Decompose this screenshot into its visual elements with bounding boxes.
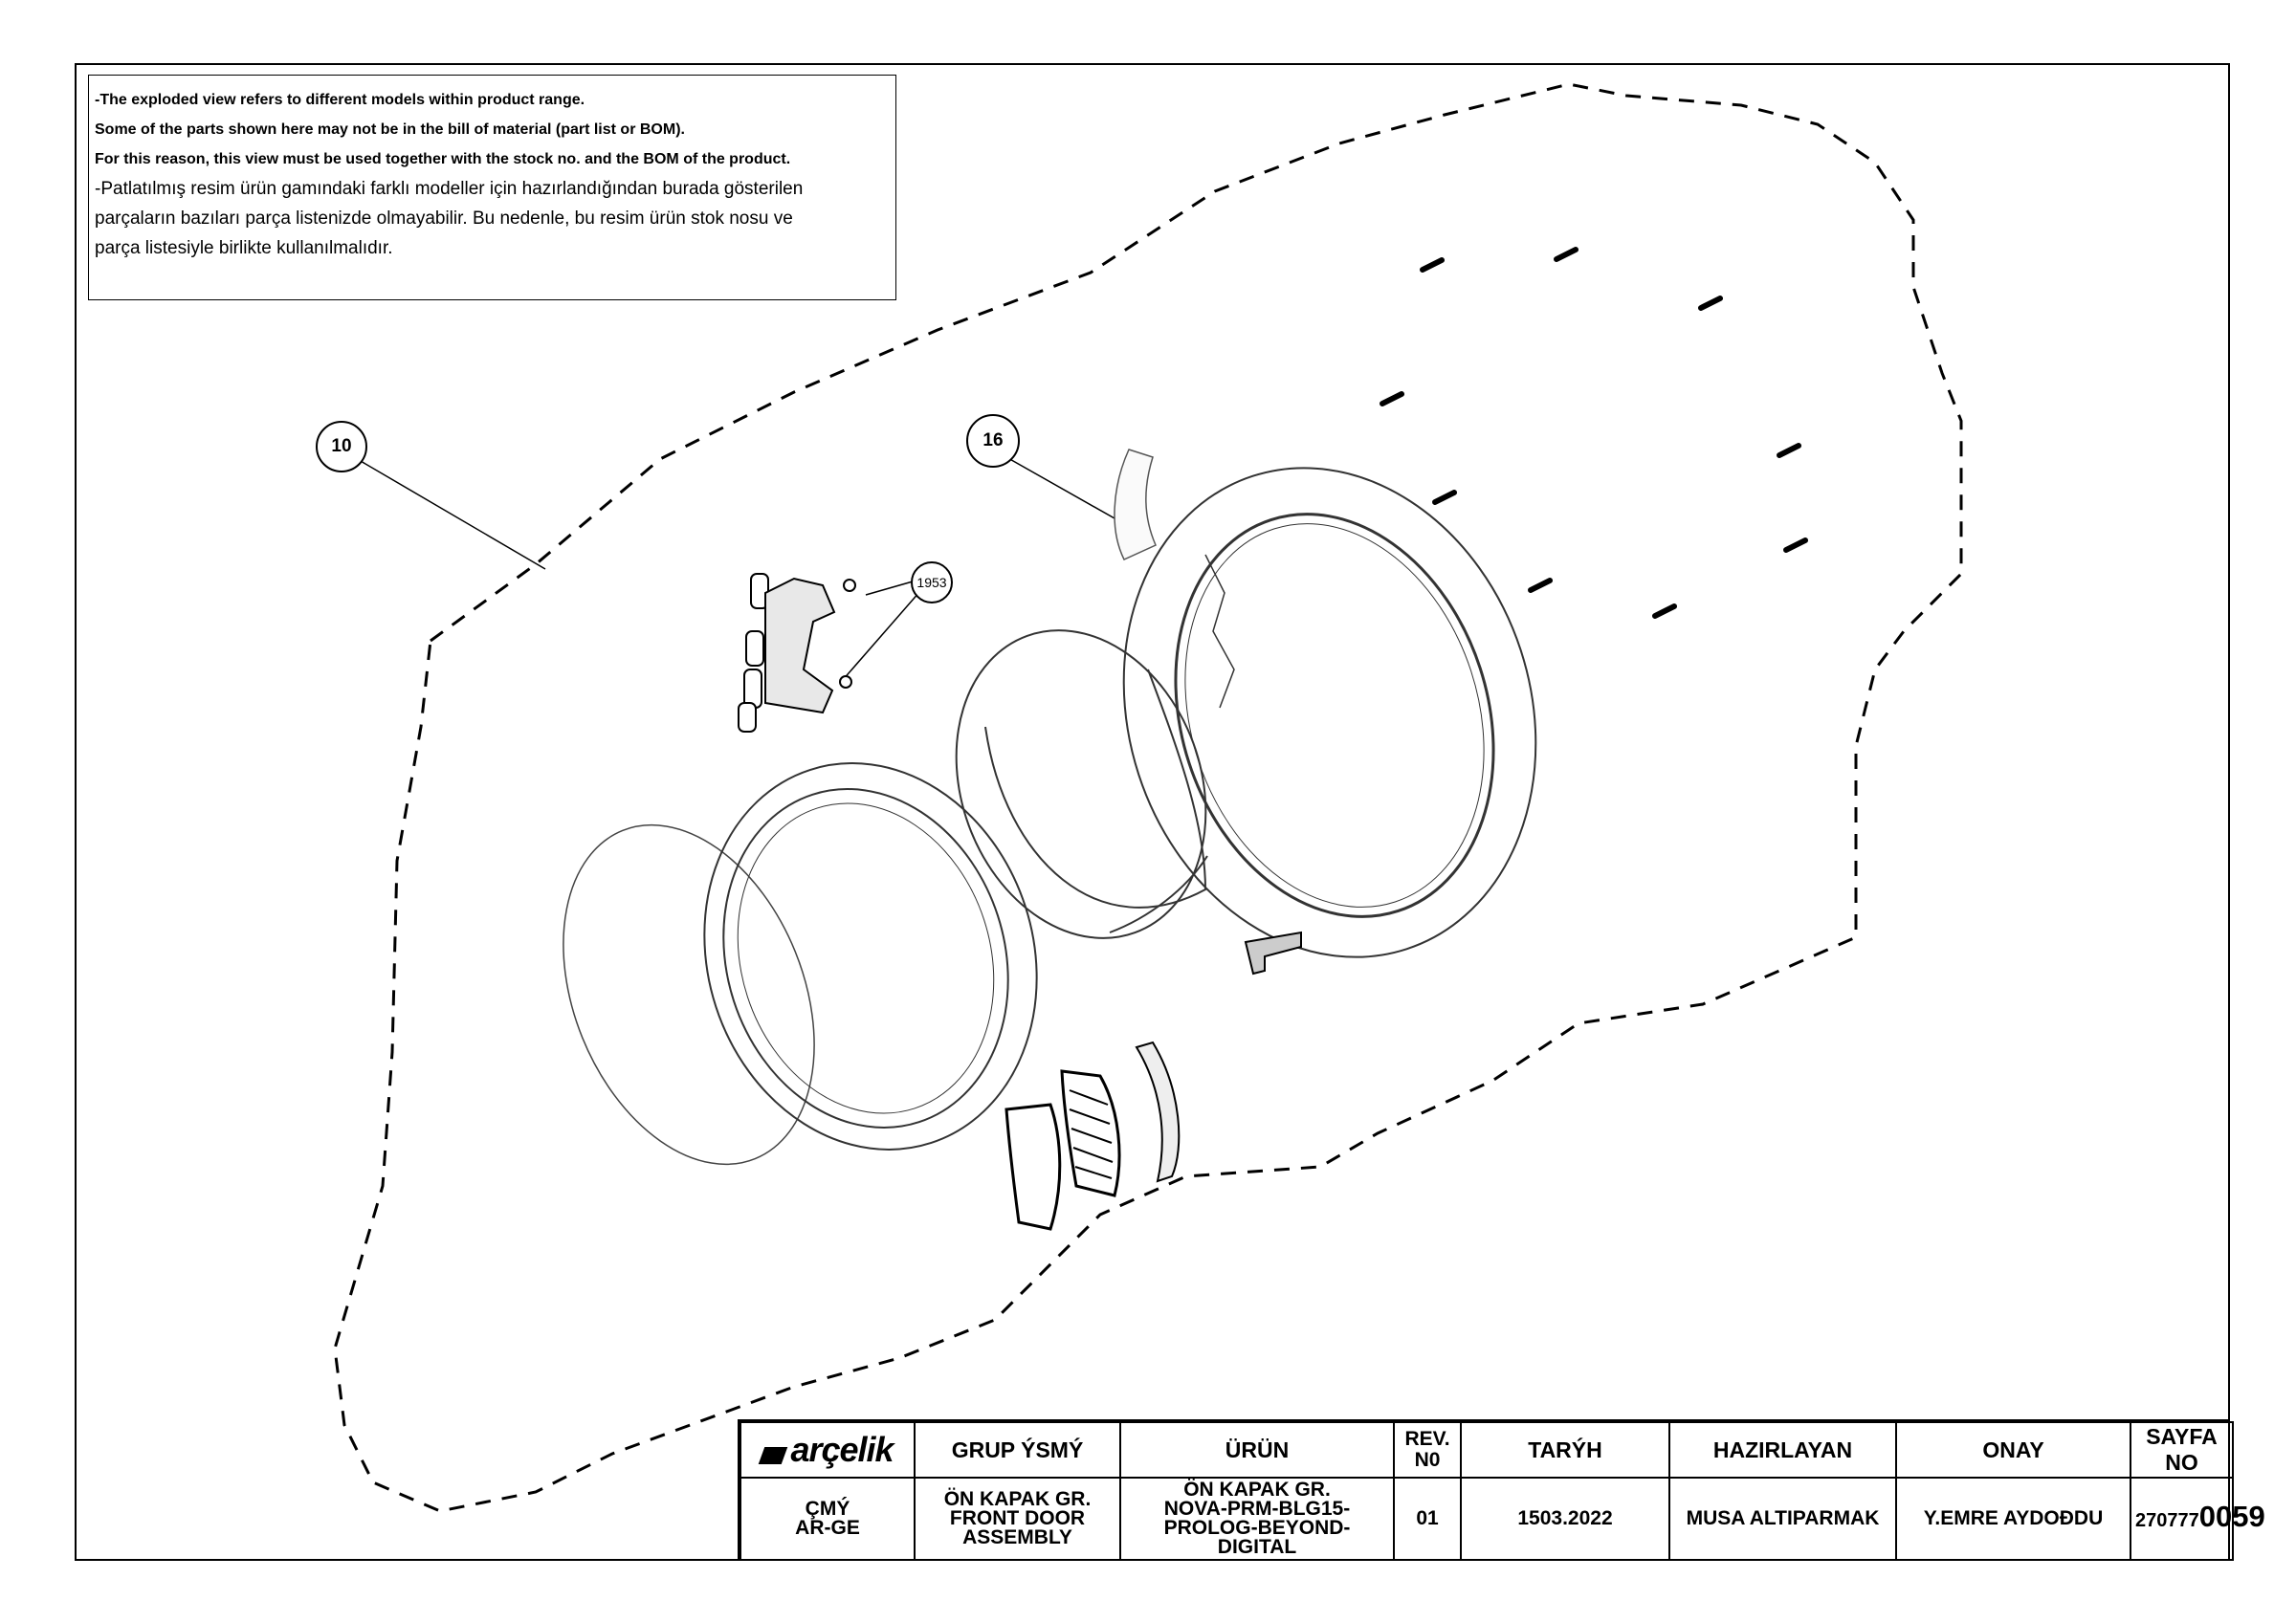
callout-16-label: 16 xyxy=(982,430,1004,450)
urun-line-1: ÖN KAPAK GR. xyxy=(1183,1479,1331,1501)
drawing-frame xyxy=(75,63,2230,1561)
sayfa-suffix: 0059 xyxy=(2198,1500,2265,1533)
notes-box: -The exploded view refers to different m… xyxy=(88,75,896,300)
title-block: arçelik GRUP ÝSMÝ ÜRÜN REV. N0 TARÝH HAZ… xyxy=(738,1419,2265,1561)
urun-value: ÖN KAPAK GR. NOVA-PRM-BLG15- PROLOG-BEYO… xyxy=(1119,1477,1395,1561)
leader-10 xyxy=(353,456,546,570)
note-line-5: parçaların bazıları parça listenizde olm… xyxy=(95,208,793,229)
grup-line-2: FRONT DOOR xyxy=(949,1507,1086,1529)
grup-line-3: ASSEMBLY xyxy=(962,1526,1072,1548)
note-line-2: Some of the parts shown here may not be … xyxy=(95,121,685,138)
grup-line-1: ÖN KAPAK GR. xyxy=(943,1488,1092,1510)
sayfa-prefix: 270777 xyxy=(2135,1510,2199,1531)
header-tarih: TARÝH xyxy=(1460,1421,1670,1479)
sayfa-value: 2707770059 xyxy=(2130,1477,2265,1561)
door-handle xyxy=(1004,1041,1181,1231)
cmy-line-1: ÇMÝ xyxy=(805,1498,850,1520)
arcelik-logo-mark xyxy=(759,1446,788,1464)
rev-value: 01 xyxy=(1393,1477,1462,1561)
header-sayfa: SAYFA NO xyxy=(2130,1421,2234,1479)
note-line-3: For this reason, this view must be used … xyxy=(95,151,791,167)
onay-value: Y.EMRE AYDOÐDU xyxy=(1895,1477,2131,1561)
note-line-1: -The exploded view refers to different m… xyxy=(95,92,585,108)
glass-cover xyxy=(563,823,815,1166)
note-line-4: -Patlatılmış resim ürün gamındaki farklı… xyxy=(95,179,804,199)
note-line-6: parça listesiyle birlikte kullanılmalıdı… xyxy=(95,238,393,258)
urun-line-4: DIGITAL xyxy=(1217,1536,1297,1558)
leader-1953-a xyxy=(865,581,914,596)
header-grup: GRUP ÝSMÝ xyxy=(914,1421,1121,1479)
urun-line-2: NOVA-PRM-BLG15- xyxy=(1163,1498,1351,1520)
callout-10: 10 xyxy=(316,421,367,472)
callout-1953-label: 1953 xyxy=(916,575,947,590)
screws xyxy=(1380,247,1808,619)
logo-text: arçelik xyxy=(790,1430,894,1469)
leader-1953-b xyxy=(841,590,921,682)
door-inner-frame xyxy=(1122,467,1537,958)
hazirlayan-value: MUSA ALTIPARMAK xyxy=(1668,1477,1897,1561)
header-hazirlayan: HAZIRLAYAN xyxy=(1668,1421,1897,1479)
hinge-assembly xyxy=(738,573,856,733)
door-striker xyxy=(1244,931,1302,976)
company-logo: arçelik xyxy=(740,1421,916,1479)
tarih-value: 1503.2022 xyxy=(1460,1477,1670,1561)
callout-1953: 1953 xyxy=(911,561,953,603)
callout-10-label: 10 xyxy=(331,436,352,456)
cmy-line-2: AR-GE xyxy=(795,1517,860,1539)
urun-line-3: PROLOG-BEYOND- xyxy=(1163,1517,1351,1539)
header-rev: REV. N0 xyxy=(1393,1421,1462,1479)
header-urun: ÜRÜN xyxy=(1119,1421,1395,1479)
header-onay: ONAY xyxy=(1895,1421,2131,1479)
callout-16: 16 xyxy=(966,414,1020,468)
cmy-cell: ÇMÝ AR-GE xyxy=(740,1477,916,1561)
hinge-bracket xyxy=(1114,449,1157,560)
assembly-boundary xyxy=(333,82,1963,1513)
grup-value: ÖN KAPAK GR. FRONT DOOR ASSEMBLY xyxy=(914,1477,1121,1561)
